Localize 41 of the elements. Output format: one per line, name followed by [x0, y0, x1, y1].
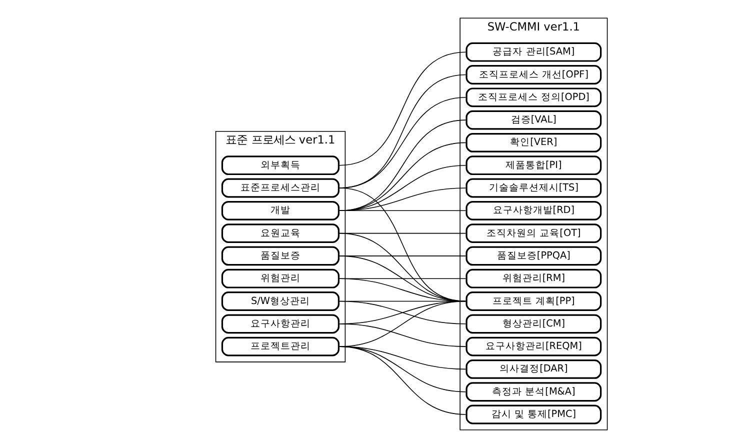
connector: [338, 188, 466, 302]
connector: [338, 120, 466, 212]
node-box: 요구사항관리[REQM]: [465, 336, 602, 356]
node-box: 요구사항개발[RD]: [465, 200, 602, 220]
node-box: 확인[VER]: [465, 133, 602, 152]
connector: [338, 278, 466, 279]
connector: [338, 232, 466, 302]
node-box: 조직차원의 교육[OT]: [465, 224, 602, 243]
node-box: 의사결정[DAR]: [465, 360, 602, 379]
node-box: 품질보증: [220, 246, 340, 266]
connector: [338, 232, 466, 234]
node-box: 위험관리: [220, 268, 340, 288]
node-box: 검증[VAL]: [465, 110, 602, 130]
node-box: 프로젝트 계획[PP]: [465, 292, 602, 311]
node-box: 외부획득: [220, 156, 340, 176]
connector: [338, 300, 466, 324]
connector: [338, 256, 466, 302]
connector: [338, 278, 466, 302]
node-box: 프로젝트관리: [220, 336, 340, 356]
node-box: 요원교육: [220, 224, 340, 243]
connector: [338, 346, 466, 392]
node-box: 제품통합[PI]: [465, 156, 602, 176]
node-box: 조직프로세스 개선[OPF]: [465, 65, 602, 84]
node-box: 표준프로세스관리: [220, 178, 340, 198]
node-box: S/W형상관리: [220, 292, 340, 311]
node-box: 위험관리[RM]: [465, 268, 602, 288]
node-box: 공급자 관리[SAM]: [465, 42, 602, 62]
node-box: 측정과 분석[M&A]: [465, 382, 602, 402]
connector: [338, 52, 466, 166]
node-box: 품질보증[PPQA]: [465, 246, 602, 266]
connector: [338, 300, 466, 347]
connector: [338, 346, 466, 415]
node-box: 형상관리[CM]: [465, 314, 602, 334]
node-box: 개발: [220, 200, 340, 220]
node-box: 조직프로세스 정의[OPD]: [465, 88, 602, 108]
connector: [338, 74, 466, 188]
node-box: 요구사항관리: [220, 314, 340, 334]
node-box: 기술솔루션제시[TS]: [465, 178, 602, 198]
node-box: 감시 및 통제[PMC]: [465, 404, 602, 424]
connector: [338, 324, 466, 347]
connector: [338, 346, 466, 370]
